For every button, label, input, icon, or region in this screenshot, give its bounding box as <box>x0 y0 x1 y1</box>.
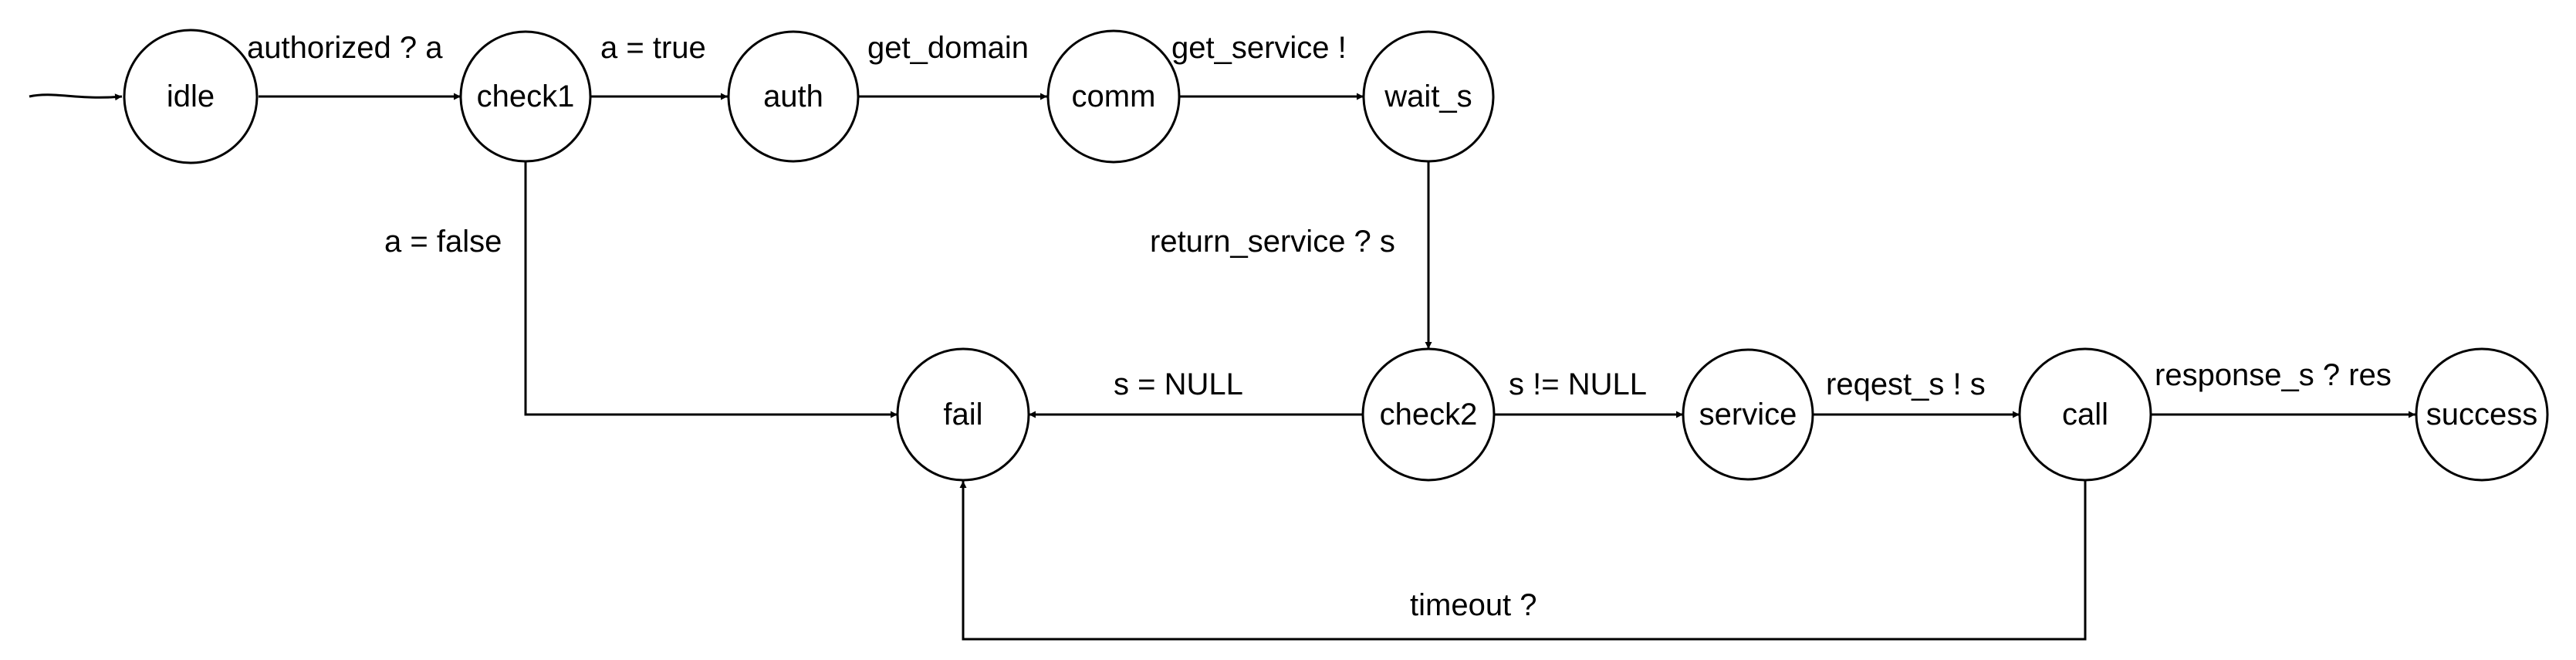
state-fail: fail <box>896 347 1030 482</box>
state-idle-label: idle <box>167 80 215 113</box>
label-call-fail: timeout ? <box>1410 588 1537 622</box>
label-wait_s-check2: return_service ? s <box>1150 225 1395 259</box>
edge-call-fail <box>959 480 2087 641</box>
state-auth-label: auth <box>763 80 823 113</box>
label-call-success: response_s ? res <box>2155 358 2392 392</box>
label-auth-comm: get_domain <box>867 31 1029 65</box>
label-comm-wait_s: get_service ! <box>1171 31 1347 65</box>
state-success: success <box>2415 347 2549 482</box>
state-service: service <box>1682 348 1814 481</box>
label-service-call: reqest_s ! s <box>1826 367 1986 401</box>
label-check1-auth: a = true <box>600 31 706 65</box>
state-call: call <box>2018 347 2152 482</box>
state-check2-label: check2 <box>1380 398 1478 432</box>
state-check2: check2 <box>1361 347 1496 482</box>
state-service-label: service <box>1699 398 1797 432</box>
label-check1-fail: a = false <box>384 225 502 259</box>
state-success-label: success <box>2426 398 2538 432</box>
label-idle-check1: authorized ? a <box>247 31 443 65</box>
state-comm: comm <box>1046 29 1181 164</box>
label-check2-service: s != NULL <box>1509 367 1647 401</box>
state-idle: idle <box>123 29 259 164</box>
edge-check1-fail <box>524 162 898 418</box>
state-comm-label: comm <box>1072 80 1156 113</box>
state-check1: check1 <box>459 30 592 163</box>
state-fail-label: fail <box>943 398 982 432</box>
state-check1-label: check1 <box>477 80 575 113</box>
state-auth: auth <box>727 30 860 163</box>
state-call-label: call <box>2062 398 2108 432</box>
initial-arrow <box>29 93 123 101</box>
label-check2-fail: s = NULL <box>1114 367 1243 401</box>
state-wait_s-label: wait_s <box>1384 80 1472 113</box>
state-wait_s: wait_s <box>1362 30 1495 163</box>
